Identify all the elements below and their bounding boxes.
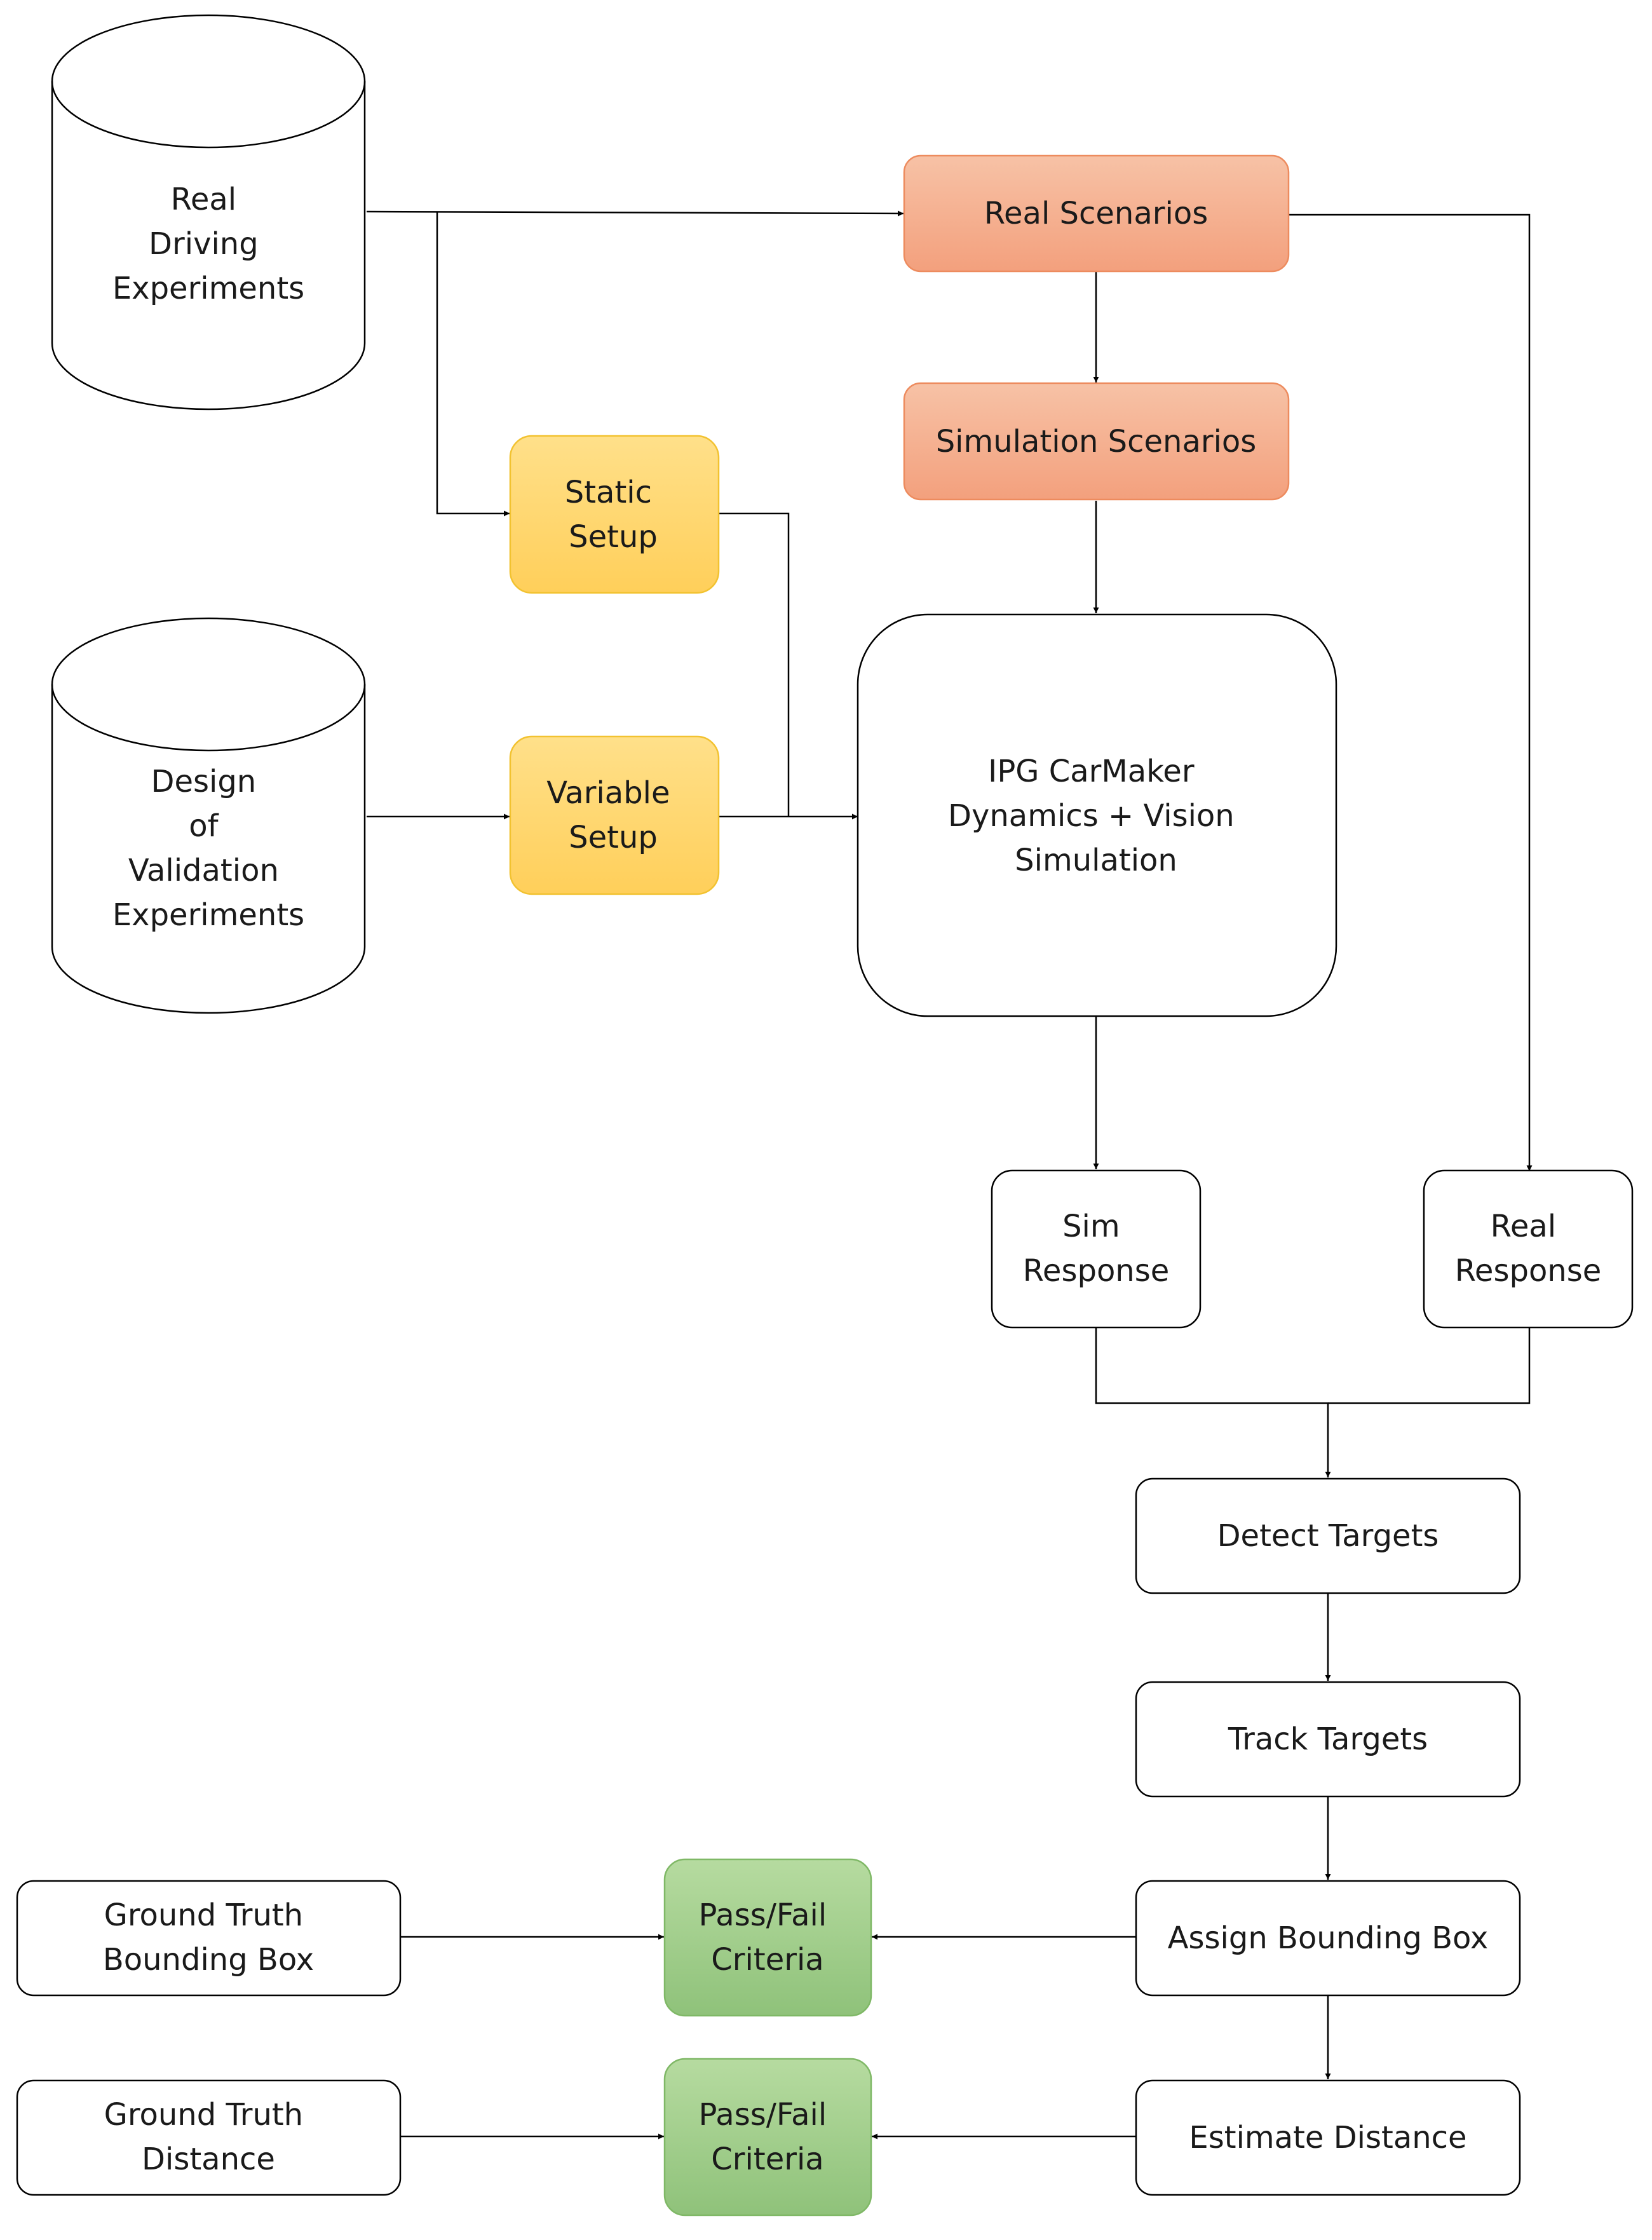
- svg-text:Pass/Fail Criteria: Pass/Fail Criteria: [699, 2097, 837, 2177]
- svg-text:Simulation Scenarios: Simulation Scenarios: [936, 424, 1257, 459]
- node-variable-setup: Variable Setup: [509, 735, 720, 895]
- svg-text:Real Driving Exper: Real Driving Experiments: [112, 182, 304, 306]
- svg-text:Ground Truth Bounding Bo: Ground Truth Bounding Box: [103, 1897, 314, 1978]
- edge-real-driving-to-real-scenarios: [366, 210, 904, 217]
- node-pass-fail-criteria-1: Pass/Fail Criteria: [663, 1858, 872, 2017]
- svg-text:Pass/Fail Criteria: Pass/Fail Criteria: [699, 1897, 837, 1978]
- node-sim-response: Sim Response: [991, 1169, 1202, 1329]
- svg-text:Track Targets: Track Targets: [1228, 1721, 1428, 1757]
- svg-text:Estimate Distance: Estimate Distance: [1189, 2120, 1466, 2155]
- svg-text:Ground Truth Distance: Ground Truth Distance: [104, 2097, 313, 2177]
- svg-text:Static Setup: Static Setup: [565, 475, 662, 555]
- node-estimate-distance: Estimate Distance: [1135, 2079, 1521, 2196]
- node-ground-truth-distance: Ground Truth Distance: [16, 2079, 402, 2196]
- node-ground-truth-bounding-box: Ground Truth Bounding Box: [16, 1880, 402, 1997]
- svg-text:Real Scenarios: Real Scenarios: [984, 196, 1208, 231]
- node-assign-bounding-box: Assign Bounding Box: [1135, 1880, 1521, 1997]
- node-ipg-carmaker: IPG CarMaker Dynamics + Vision Simulatio…: [856, 613, 1337, 1017]
- svg-text:Variable Setup: Variable Setup: [546, 775, 680, 855]
- edge-sim-response-to-detect-targets: [1095, 1328, 1331, 1477]
- svg-text:Real Response: Real Response: [1455, 1209, 1602, 1289]
- edge-static-setup-to-ipg-carmaker: [718, 512, 790, 817]
- node-real-driving-experiments: Real Driving Experiments: [51, 14, 366, 411]
- node-static-setup: Static Setup: [509, 435, 720, 594]
- node-real-scenarios: Real Scenarios: [903, 154, 1290, 273]
- node-detect-targets: Detect Targets: [1135, 1477, 1521, 1594]
- connectors: [366, 210, 1533, 2140]
- edge-real-driving-to-static-setup: [436, 212, 510, 517]
- node-track-targets: Track Targets: [1135, 1681, 1521, 1798]
- svg-text:IPG CarMaker Dynamics +: IPG CarMaker Dynamics + Vision Simulatio…: [948, 754, 1244, 878]
- edge-real-scenarios-to-real-response: [1289, 214, 1533, 1171]
- node-real-response: Real Response: [1423, 1169, 1634, 1329]
- node-design-of-validation-experiments: Design of Validation Experiments: [51, 617, 366, 1014]
- svg-text:Design of Validati: Design of Validation Experiments: [112, 764, 304, 933]
- svg-text:Assign Bounding Box: Assign Bounding Box: [1168, 1920, 1489, 1956]
- edge-real-response-to-detect-targets: [1328, 1328, 1531, 1404]
- svg-text:Detect Targets: Detect Targets: [1217, 1518, 1439, 1554]
- node-pass-fail-criteria-2: Pass/Fail Criteria: [663, 2058, 872, 2216]
- node-simulation-scenarios: Simulation Scenarios: [903, 382, 1290, 501]
- svg-text:Sim Response: Sim Response: [1023, 1209, 1170, 1289]
